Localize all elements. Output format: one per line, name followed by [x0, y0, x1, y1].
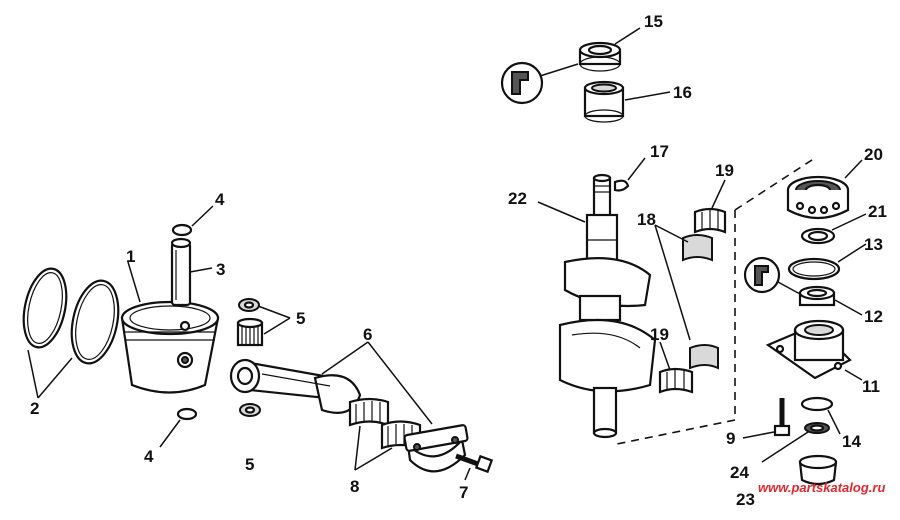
retaining-ring: [800, 227, 836, 245]
callout-1: 1: [126, 247, 135, 266]
callout-16: 16: [673, 83, 692, 102]
piston-ring-left: [22, 267, 68, 349]
seal-detail-inset: [500, 61, 579, 105]
callout-6: 6: [363, 325, 372, 344]
lower-seal: [798, 285, 836, 307]
callout-4-upper: 4: [215, 190, 225, 209]
piston: [120, 300, 220, 394]
woodruff-key: [613, 179, 630, 192]
main-bearing-lower: [689, 344, 719, 370]
thrust-washer-lower: [239, 403, 261, 417]
bearing-housing: [765, 319, 852, 380]
crankshaft: [558, 173, 657, 439]
o-ring-small: [800, 396, 834, 412]
pin-clip-lower: [176, 407, 198, 421]
lower-seal-detail-inset: [743, 256, 801, 295]
callout-20: 20: [864, 145, 883, 164]
leader-lines: [27, 27, 867, 481]
piston-ring-right: [70, 279, 120, 365]
callout-23: 23: [736, 490, 755, 509]
callout-19-upper: 19: [715, 161, 734, 180]
lower-oil-seal: [804, 422, 830, 434]
thrust-washer-upper: [238, 298, 260, 312]
callout-14: 14: [842, 432, 861, 451]
callout-19-lower: 19: [650, 325, 669, 344]
callout-22: 22: [508, 189, 527, 208]
needle-cage-lower: [658, 367, 694, 394]
ball-bearing: [786, 175, 850, 220]
rod-bearing-cage-left: [348, 397, 390, 427]
callout-13: 13: [864, 235, 883, 254]
callout-5-lower: 5: [245, 455, 254, 474]
assembly-boundary: [611, 210, 736, 446]
upper-seal: [578, 41, 622, 72]
callout-18: 18: [637, 210, 656, 229]
callout-11: 11: [862, 377, 880, 396]
callout-15: 15: [644, 12, 663, 31]
callout-12: 12: [864, 307, 883, 326]
needle-cage-upper: [693, 207, 727, 234]
needle-bearing-small-end: [236, 317, 264, 347]
callout-5-upper: 5: [296, 309, 305, 328]
connecting-rod: [229, 358, 362, 414]
end-cap: [798, 454, 838, 486]
watermark: www.partskatalog.ru: [758, 480, 885, 495]
callout-7: 7: [459, 483, 468, 502]
pin-clip-upper: [171, 223, 193, 237]
callout-3: 3: [216, 260, 225, 279]
callout-4-lower: 4: [144, 447, 154, 466]
callout-17: 17: [650, 142, 669, 161]
callout-21: 21: [868, 202, 887, 221]
rod-bolt: [455, 453, 494, 474]
callout-9: 9: [726, 429, 735, 448]
housing-screw: [773, 398, 791, 437]
main-bearing-upper: [682, 234, 713, 262]
callout-8: 8: [350, 477, 359, 496]
wrist-pin: [170, 237, 192, 307]
rod-cap: [403, 424, 469, 473]
upper-bushing: [583, 80, 625, 123]
callout-24: 24: [730, 463, 749, 482]
o-ring-large: [787, 257, 841, 281]
callout-2: 2: [30, 399, 39, 418]
